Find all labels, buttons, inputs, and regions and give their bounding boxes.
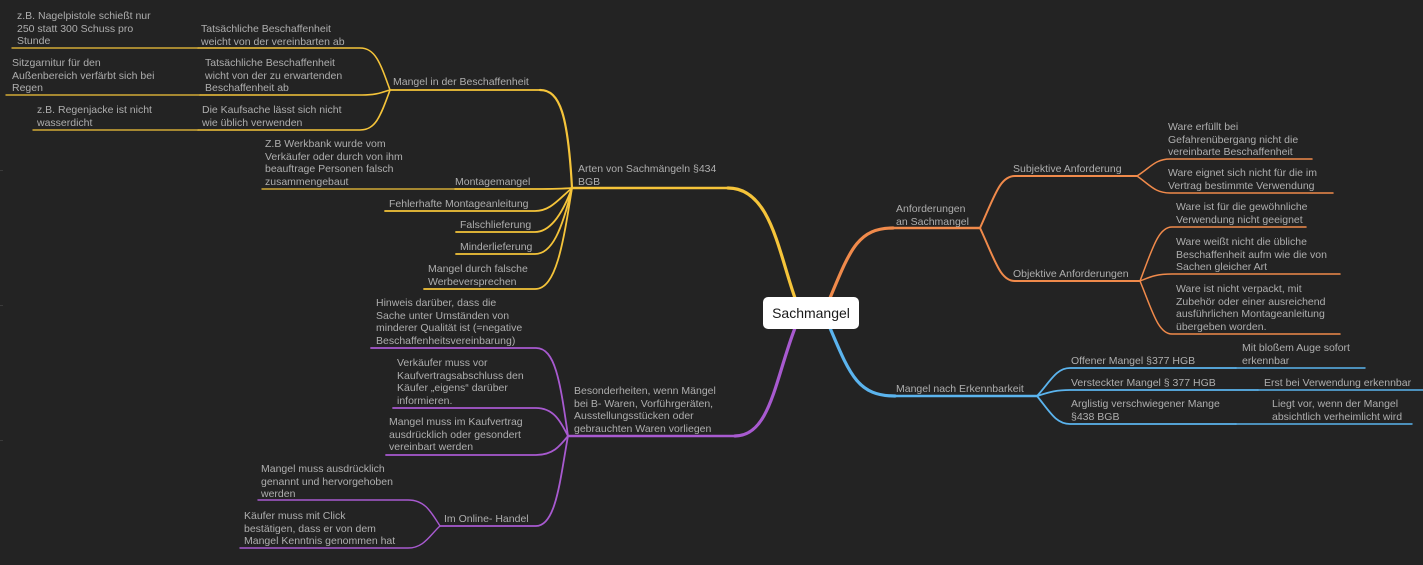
node-online-o1[interactable]: Mangel muss ausdrücklich genannt und her… bbox=[261, 463, 393, 500]
edge-arten-anleitung bbox=[384, 187, 573, 212]
node-offen[interactable]: Offener Mangel §377 HGB bbox=[1071, 355, 1196, 367]
node-besonder-c1[interactable]: Hinweis darüber, dass die Sache unter Um… bbox=[376, 297, 523, 347]
canvas-edge-mark bbox=[0, 305, 3, 306]
edge-objektiv-b2 bbox=[1139, 273, 1341, 282]
branch-arten-lines bbox=[5, 47, 797, 300]
node-t1-example[interactable]: z.B. Nagelpistole schießt nur 250 statt … bbox=[17, 10, 151, 47]
node-objektiv-b2[interactable]: Ware weißt nicht die übliche Beschaffenh… bbox=[1176, 236, 1327, 273]
edge-anforderungen-subjektiv bbox=[979, 175, 1138, 229]
branch-anforderungen-lines bbox=[828, 158, 1341, 335]
edge-online-o1 bbox=[257, 499, 441, 527]
node-minder[interactable]: Minderlieferung bbox=[460, 241, 533, 253]
edge-besonder-c2 bbox=[392, 407, 569, 437]
edge-subjektiv-s1 bbox=[1136, 158, 1313, 177]
edge-objektiv-b1 bbox=[1139, 226, 1307, 282]
edge-root-anforderungen bbox=[828, 226, 895, 300]
root-label: Sachmangel bbox=[772, 305, 850, 321]
node-online[interactable]: Im Online- Handel bbox=[444, 513, 529, 525]
node-objektiv[interactable]: Objektive Anforderungen bbox=[1013, 268, 1129, 280]
edge-arten-beschaffenheit bbox=[538, 88, 574, 190]
node-versteckt[interactable]: Versteckter Mangel § 377 HGB bbox=[1071, 377, 1216, 389]
node-subjektiv[interactable]: Subjektive Anforderung bbox=[1013, 163, 1122, 175]
node-subjektiv-s1[interactable]: Ware erfüllt bei Gefahrenübergang nicht … bbox=[1168, 121, 1299, 158]
branch-erkenn-lines bbox=[828, 326, 1423, 425]
edge-root-erkenn bbox=[828, 326, 897, 398]
edge-besonder-c1 bbox=[370, 347, 569, 437]
edge-objektiv-b3 bbox=[1139, 280, 1341, 335]
node-online-o2[interactable]: Käufer muss mit Click bestätigen, dass e… bbox=[244, 510, 396, 547]
edge-root-besonder bbox=[733, 326, 797, 438]
node-anleitung[interactable]: Fehlerhafte Montageanleitung bbox=[389, 198, 529, 210]
edge-anforderungen-objektiv bbox=[979, 227, 1141, 282]
edge-erkenn-offen bbox=[1036, 367, 1237, 397]
node-offen-detail[interactable]: Mit bloßem Auge sofort erkennbar bbox=[1242, 342, 1350, 367]
node-beschaffenheit-t1[interactable]: Tatsächliche Beschaffenheit weicht von d… bbox=[201, 23, 345, 48]
edge-beschaffenheit-t2 bbox=[199, 89, 391, 96]
edge-subjektiv-s2 bbox=[1136, 175, 1334, 194]
node-beschaffenheit[interactable]: Mangel in der Beschaffenheit bbox=[393, 76, 529, 88]
node-besonder-c2[interactable]: Verkäufer muss vor Kaufvertragsabschluss… bbox=[397, 357, 524, 407]
node-beschaffenheit-t2[interactable]: Tatsächliche Beschaffenheit wicht von de… bbox=[205, 57, 343, 94]
node-montage-example[interactable]: Z.B Werkbank wurde vom Verkäufer oder du… bbox=[265, 138, 403, 188]
node-arglist-detail[interactable]: Liegt vor, wenn der Mangel absichtlich v… bbox=[1272, 398, 1403, 423]
edge-root-arten bbox=[726, 186, 797, 300]
node-besonder-c3[interactable]: Mangel muss im Kaufvertrag ausdrücklich … bbox=[389, 416, 523, 453]
edge-online-o2 bbox=[239, 525, 441, 549]
node-werbung[interactable]: Mangel durch falsche Werbeversprechen bbox=[428, 263, 528, 288]
branch-besonder-lines bbox=[239, 326, 797, 549]
edge-erkenn-arglist bbox=[1036, 395, 1237, 425]
node-anforderungen[interactable]: Anforderungen an Sachmangel bbox=[896, 203, 969, 228]
node-montage[interactable]: Montagemangel bbox=[455, 176, 531, 188]
node-t2-example[interactable]: Sitzgarnitur für den Außenbereich verfär… bbox=[12, 57, 155, 94]
node-arglist[interactable]: Arglistig verschwiegener Mange §438 BGB bbox=[1071, 398, 1220, 423]
edge-erkenn-versteckt bbox=[1036, 389, 1259, 397]
node-falsch[interactable]: Falschlieferung bbox=[460, 219, 532, 231]
edge-arten-falsch bbox=[455, 187, 573, 233]
node-t3-example[interactable]: z.B. Regenjacke ist nicht wasserdicht bbox=[37, 104, 152, 129]
edge-besonder-online bbox=[439, 435, 569, 527]
edge-arten-montage bbox=[454, 187, 573, 190]
edge-beschaffenheit-t1 bbox=[197, 47, 391, 91]
node-objektiv-b3[interactable]: Ware ist nicht verpackt, mit Zubehör ode… bbox=[1176, 283, 1326, 333]
edge-besonder-c3 bbox=[385, 435, 569, 456]
node-subjektiv-s2[interactable]: Ware eignet sich nicht für die im Vertra… bbox=[1168, 167, 1318, 192]
node-beschaffenheit-t3[interactable]: Die Kaufsache lässt sich nicht wie üblic… bbox=[202, 104, 342, 129]
canvas-edge-mark bbox=[0, 440, 3, 441]
node-arten[interactable]: Arten von Sachmängeln §434 BGB bbox=[578, 163, 717, 188]
node-versteckt-detail[interactable]: Erst bei Verwendung erkennbar bbox=[1264, 377, 1412, 389]
edge-beschaffenheit-t3 bbox=[197, 89, 391, 131]
node-besonder[interactable]: Besonderheiten, wenn Mängel bei B- Waren… bbox=[574, 385, 716, 435]
node-erkenn[interactable]: Mangel nach Erkennbarkeit bbox=[896, 383, 1024, 395]
edge-arten-minder bbox=[455, 187, 573, 255]
node-objektiv-b1[interactable]: Ware ist für die gewöhnliche Verwendung … bbox=[1176, 201, 1308, 226]
edge-arten-werbung bbox=[423, 187, 573, 290]
root-node[interactable]: Sachmangel bbox=[763, 297, 859, 329]
canvas-edge-mark bbox=[0, 170, 3, 171]
